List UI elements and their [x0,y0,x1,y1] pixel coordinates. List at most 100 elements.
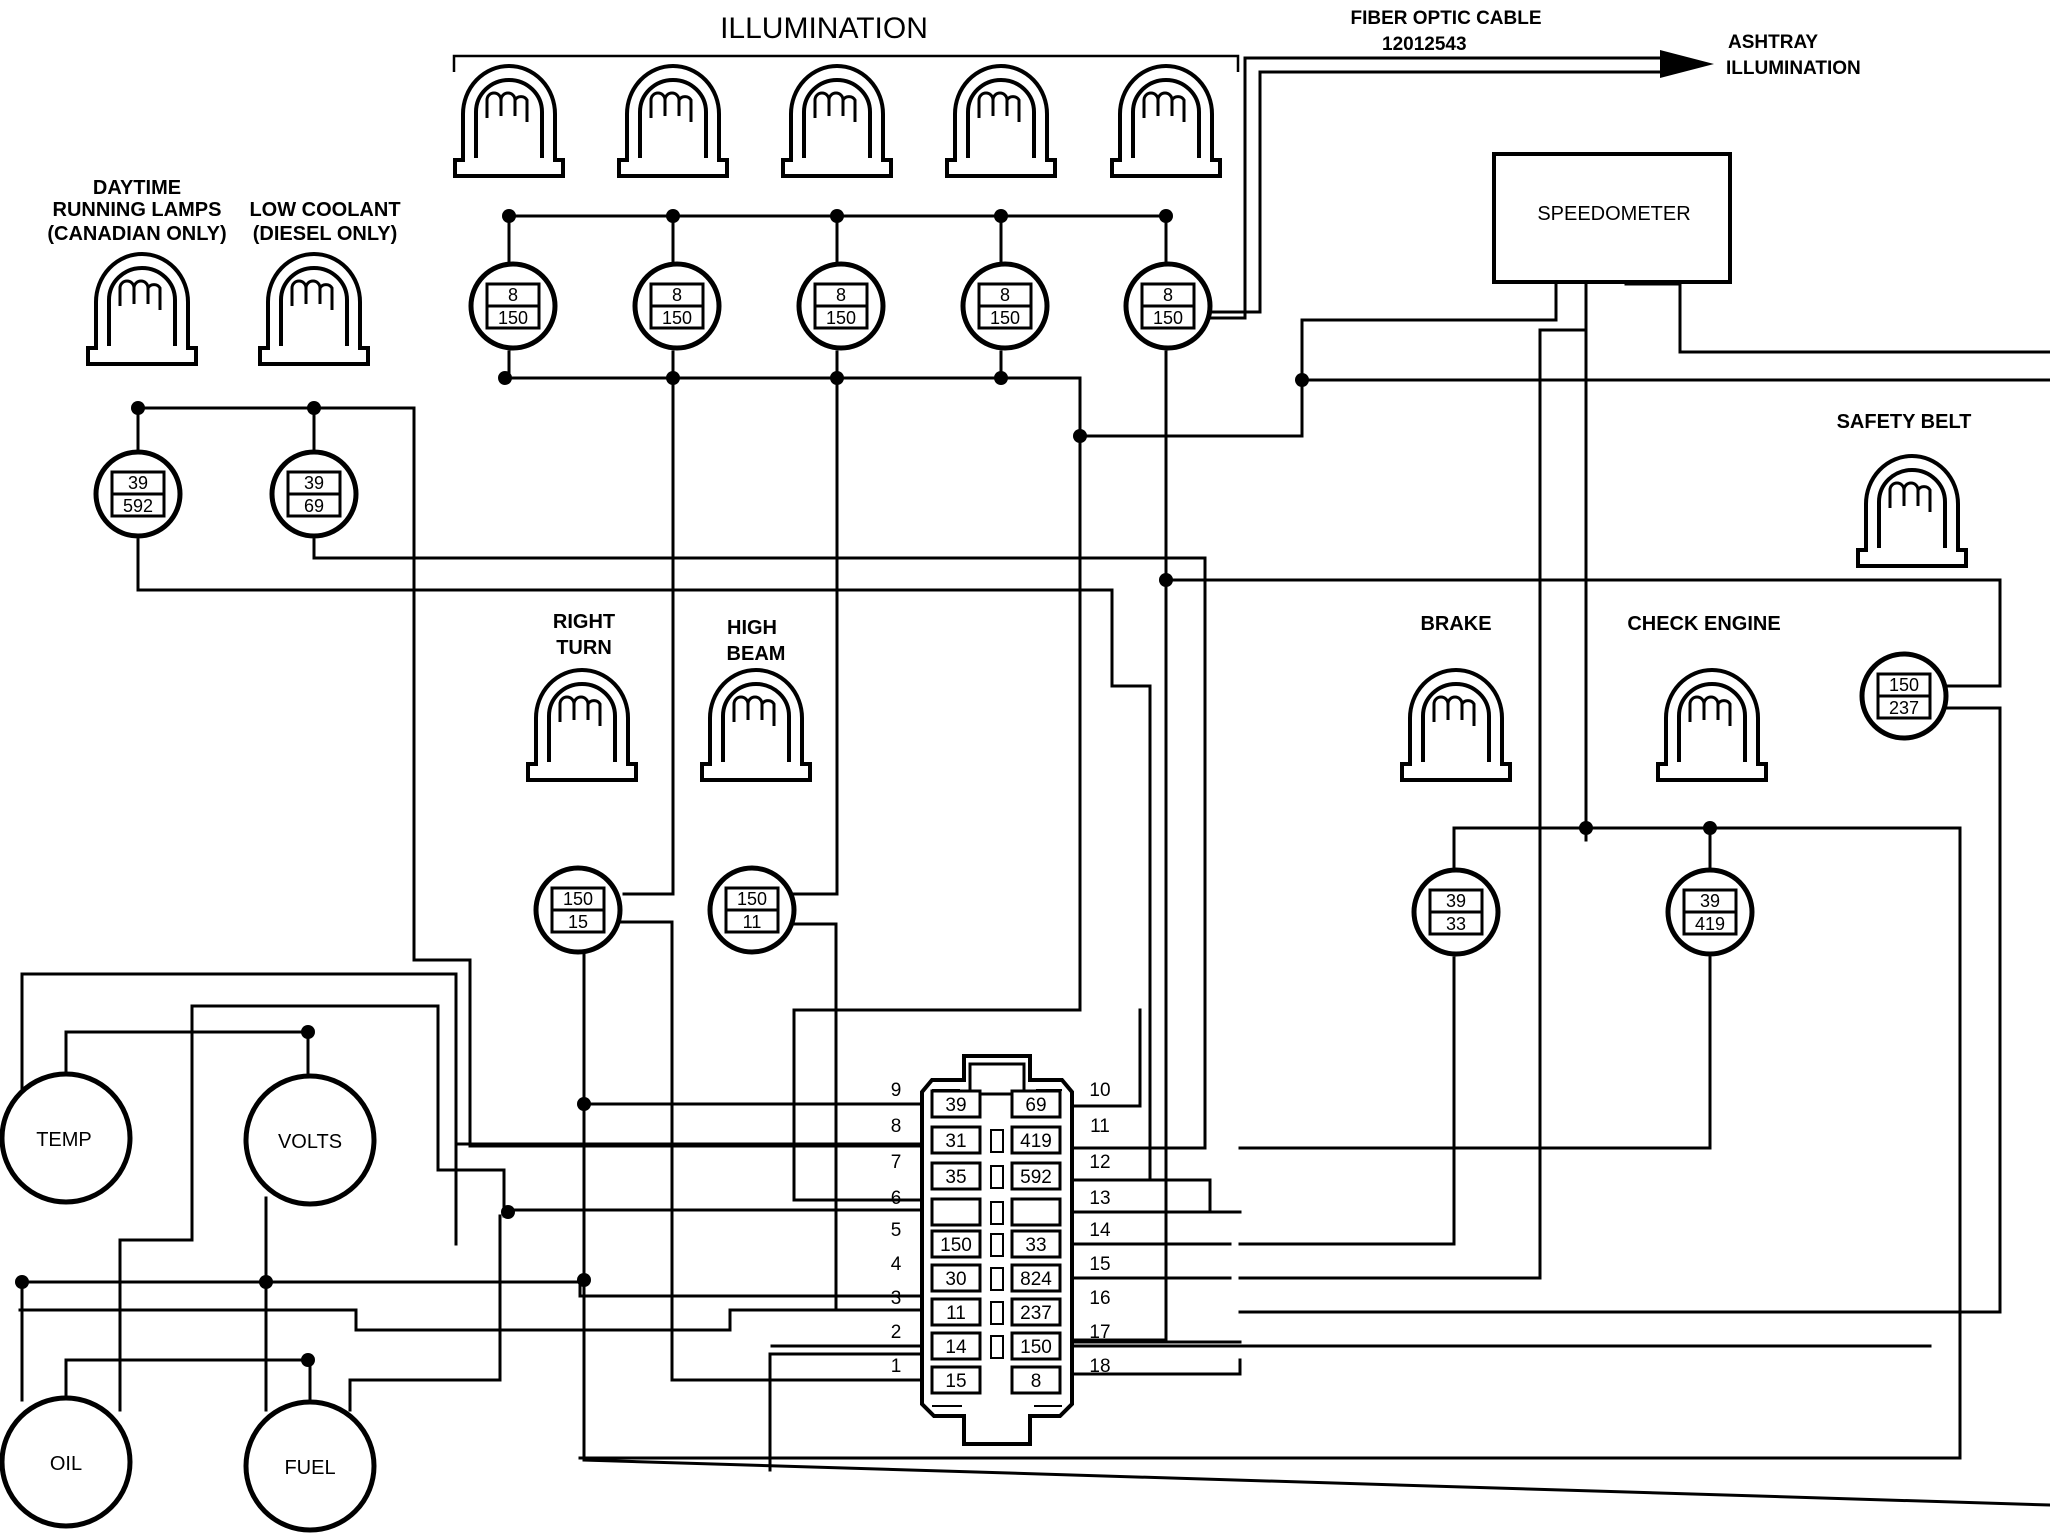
illumination-bulbs [453,64,1222,178]
connector-right-circuit: 592 [1020,1167,1052,1188]
connector-right-pin-number: 18 [1089,1356,1110,1377]
drl-socket: 39 592 [93,449,183,539]
svg-text:SAFETY BELT: SAFETY BELT [1837,411,1972,433]
connector-left-circuit: 31 [945,1131,966,1152]
svg-text:150: 150 [563,889,593,909]
low-coolant-bulb [258,252,370,366]
illumination-bulb-3 [781,64,893,178]
connector-right-pin-number: 15 [1089,1254,1110,1275]
speedometer: SPEEDOMETER [1492,152,1732,284]
connector-right-cavity: 13 [1010,1188,1111,1227]
svg-text:OIL: OIL [50,1453,82,1475]
connector-left-pin-number: 1 [891,1356,902,1377]
connector-key-slot [990,1335,1004,1359]
right-turn-bulb [526,668,638,782]
connector-right-circuit: 8 [1031,1371,1042,1392]
gauges: TEMP VOLTS OIL FUEL [0,1071,377,1533]
svg-text:SPEEDOMETER: SPEEDOMETER [1537,203,1690,225]
connector-left-pin-number: 2 [891,1322,902,1343]
illumination-bulb-1 [453,64,565,178]
connector-left-pin-number: 4 [891,1254,902,1275]
connector-left-circuit: 14 [945,1337,967,1358]
svg-text:39: 39 [128,473,148,493]
illumination-socket-2: 8 150 [632,261,722,351]
connector-key-slot [990,1165,1004,1189]
svg-text:150: 150 [662,308,692,328]
svg-text:RUNNING LAMPS: RUNNING LAMPS [53,199,222,221]
bulb-sockets: 8 150 8 150 8 150 8 150 8 [93,261,1949,957]
connector-left-circuit: 11 [946,1303,966,1324]
connector-key-slot [990,1267,1004,1291]
connector-right-cavity: 419 11 [1010,1116,1110,1155]
svg-text:150: 150 [1889,675,1919,695]
svg-text:8: 8 [672,285,682,305]
connector-right-pin-number: 13 [1089,1188,1110,1209]
svg-text:12012543: 12012543 [1382,34,1467,55]
svg-text:8: 8 [508,285,518,305]
connector-right-pin-number: 11 [1090,1116,1110,1137]
connector-left-cavity: 399 [891,1080,982,1119]
connector-left-cavity: 6 [891,1188,982,1227]
svg-text:ASHTRAY: ASHTRAY [1728,32,1818,53]
svg-text:15: 15 [568,912,588,932]
connector-right-circuit: 69 [1025,1095,1046,1116]
connector-right-cavity: 8 18 [1010,1356,1111,1395]
svg-text:8: 8 [1163,285,1173,305]
svg-text:69: 69 [304,496,324,516]
connector-left-pin-number: 6 [891,1188,902,1209]
connector-left-circuit: 39 [945,1095,966,1116]
svg-text:CHECK ENGINE: CHECK ENGINE [1627,613,1780,635]
junction-dots [15,209,1717,1367]
svg-text:FUEL: FUEL [284,1457,335,1479]
connector-left-cavity: 30 4 [891,1254,982,1293]
check-engine-socket: 39 419 [1665,867,1755,957]
svg-text:150: 150 [737,889,767,909]
svg-text:592: 592 [123,496,153,516]
svg-text:150: 150 [990,308,1020,328]
svg-text:419: 419 [1695,914,1725,934]
connector-right-circuit: 33 [1025,1235,1046,1256]
svg-text:TEMP: TEMP [36,1129,92,1151]
svg-text:150: 150 [1153,308,1183,328]
svg-text:150: 150 [498,308,528,328]
right-turn-socket: 150 15 [533,865,623,955]
connector-right-pin-number: 17 [1089,1322,1110,1343]
connector-left-circuit: 30 [945,1269,966,1290]
svg-text:FIBER OPTIC CABLE: FIBER OPTIC CABLE [1350,8,1541,29]
illumination-bulb-5 [1110,64,1222,178]
illumination-socket-4: 8 150 [960,261,1050,351]
connector-right-circuit: 150 [1020,1337,1052,1358]
volts-gauge: VOLTS [243,1073,377,1207]
svg-text:8: 8 [836,285,846,305]
svg-text:39: 39 [304,473,324,493]
safety-belt-bulb [1856,454,1968,568]
svg-text:8: 8 [1000,285,1010,305]
temp-gauge: TEMP [0,1071,133,1205]
svg-text:(DIESEL ONLY): (DIESEL ONLY) [253,223,397,245]
connector-key-slot [990,1233,1004,1257]
connector-left-pin-number: 3 [891,1288,902,1309]
labels: ILLUMINATION FIBER OPTIC CABLE 12012543 … [47,8,1971,665]
connector-left-pin-number: 7 [891,1152,902,1173]
svg-text:HIGH: HIGH [727,617,777,639]
connector-left-pin-number: 8 [891,1116,902,1137]
svg-text:VOLTS: VOLTS [278,1131,342,1153]
connector-right-circuit: 419 [1020,1131,1052,1152]
svg-text:39: 39 [1700,891,1720,911]
brake-socket: 39 33 [1411,867,1501,957]
connector-right-cavity: 69 10 [1010,1080,1111,1119]
connector-left-cavity: 151 [891,1356,982,1395]
svg-text:LOW COOLANT: LOW COOLANT [249,199,400,221]
connector-key-slot [990,1201,1004,1225]
high-beam-bulb [700,668,812,782]
connector-key-slot [990,1301,1004,1325]
fuel-gauge: FUEL [243,1399,377,1533]
connector-right-pin-number: 10 [1089,1080,1110,1101]
connector-right-circuit: 237 [1020,1303,1052,1324]
svg-text:11: 11 [743,912,762,932]
brake-bulb [1400,668,1512,782]
